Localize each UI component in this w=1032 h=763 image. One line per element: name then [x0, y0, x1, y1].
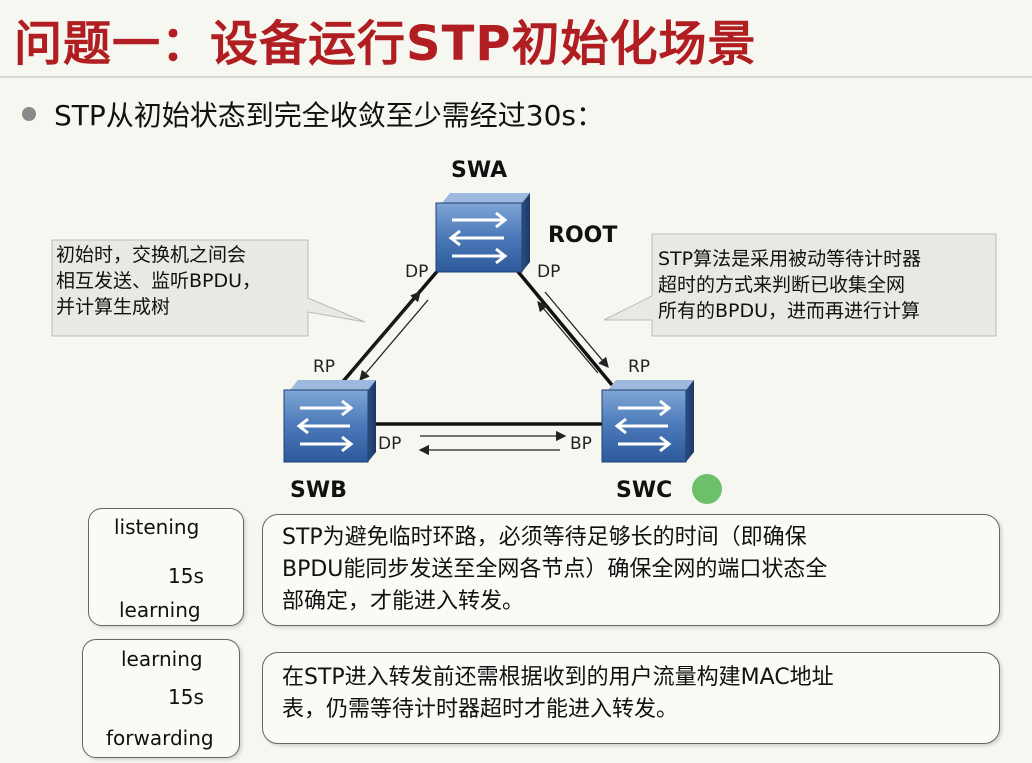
phase1-from-state: listening	[114, 515, 200, 539]
bpdu-arrows-left	[351, 291, 429, 381]
phase2-state-box	[82, 639, 240, 758]
callout-right-bubble	[603, 233, 997, 337]
callout-right-line: STP算法是采用被动等待计时器	[658, 248, 922, 270]
swc-switch-icon	[601, 380, 694, 463]
phase2-description: 在STP进入转发前还需根据收到的用户流量构建MAC地址 表，仍需等待计时器超时才…	[282, 662, 834, 726]
port-swa-right: DP	[537, 262, 561, 282]
port-swc-left: BP	[570, 434, 592, 454]
callout-right-text: STP算法是采用被动等待计时器 超时的方式来判断已收集全网 所有的BPDU，进而…	[658, 246, 921, 324]
phase1-description-line: BPDU能同步发送至全网各节点）确保全网的端口状态全	[282, 557, 828, 582]
swc-label: SWC	[616, 478, 673, 503]
callout-left-bubble	[51, 239, 366, 337]
swb-label: SWB	[290, 478, 347, 503]
root-label: ROOT	[548, 223, 618, 248]
slide-title: 问题一：设备运行STP初始化场景	[14, 16, 757, 72]
phase1-description-box	[262, 514, 1000, 626]
bullet-text: STP从初始状态到完全收敛至少需经过30s：	[54, 99, 604, 132]
phase1-description-line: STP为避免临时环路，必须等待足够长的时间（即确保	[282, 525, 807, 550]
swa-switch-icon	[435, 193, 530, 273]
phase2-to-state: forwarding	[106, 726, 214, 750]
phase2-description-line: 表，仍需等待计时器超时才能进入转发。	[282, 697, 679, 722]
bullet-dot-icon	[22, 107, 36, 121]
port-swc-top: RP	[628, 357, 651, 377]
phase1-description: STP为避免临时环路，必须等待足够长的时间（即确保 BPDU能同步发送至全网各节…	[282, 522, 827, 618]
bullet-point: STP从初始状态到完全收敛至少需经过30s：	[22, 94, 604, 134]
callout-left-line: 并计算生成树	[56, 296, 171, 318]
phase2-description-line: 在STP进入转发前还需根据收到的用户流量构建MAC地址	[282, 665, 834, 690]
port-swb-top: RP	[313, 357, 336, 377]
phase1-description-line: 部确定，才能进入转发。	[282, 589, 525, 614]
bpdu-arrows-right	[537, 291, 609, 374]
swb-switch-icon	[283, 380, 376, 463]
phase1-duration: 15s	[168, 564, 204, 588]
port-swa-left: DP	[405, 262, 429, 282]
callout-right-line: 所有的BPDU，进而再进行计算	[658, 300, 921, 322]
phase2-duration: 15s	[168, 685, 204, 709]
callout-left-text: 初始时，交换机之间会 相互发送、监听BPDU， 并计算生成树	[56, 242, 261, 320]
callout-left-line: 初始时，交换机之间会	[56, 244, 247, 266]
phase1-to-state: learning	[119, 598, 201, 622]
phase2-from-state: learning	[121, 647, 203, 671]
swc-status-dot	[692, 474, 722, 504]
bpdu-arrows-bottom	[418, 430, 567, 456]
link-swa-swc	[513, 266, 614, 387]
swa-label: SWA	[451, 158, 508, 183]
callout-right-line: 超时的方式来判断已收集全网	[658, 274, 906, 296]
port-swb-right: DP	[378, 434, 402, 454]
phase2-description-box	[262, 652, 1000, 744]
phase1-state-box	[88, 508, 244, 626]
callout-left-line: 相互发送、监听BPDU，	[56, 270, 262, 292]
title-divider	[0, 76, 1032, 78]
